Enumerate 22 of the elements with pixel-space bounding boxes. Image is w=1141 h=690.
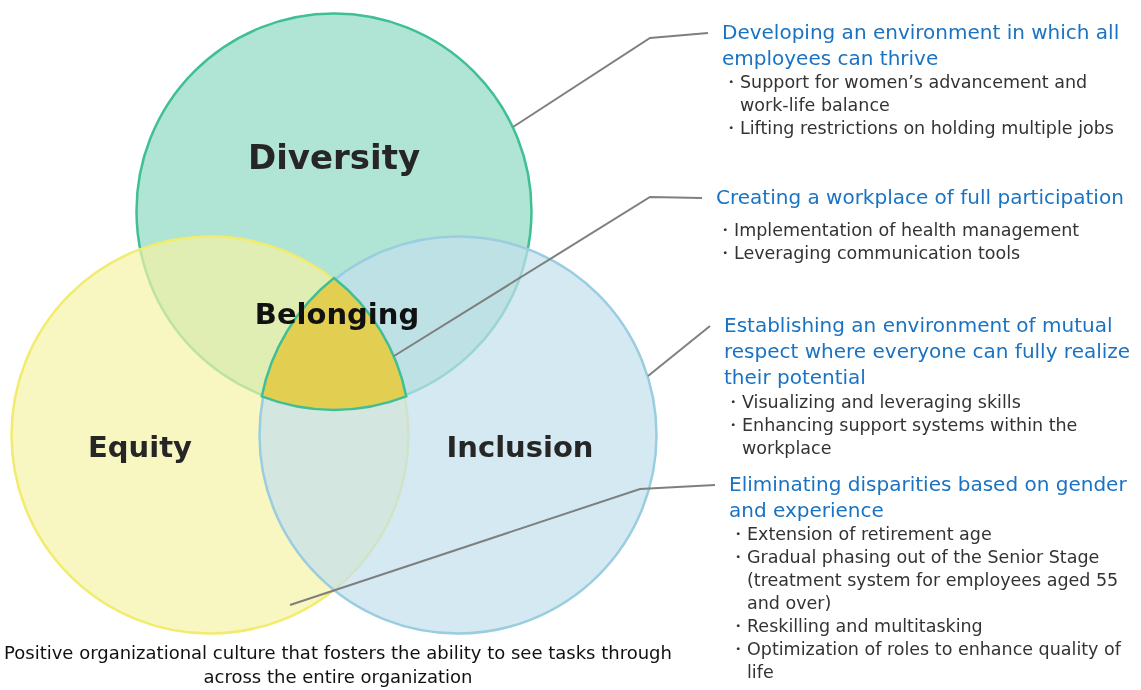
section-heading: Developing an environment in which all employees can thrive (722, 19, 1121, 71)
caption: Positive organizational culture that fosters the ability to see tasks through across the entire organization (3, 641, 673, 689)
bullet-item: ・Lifting restrictions on holding multiple jobs (722, 117, 1115, 140)
leader-line (393, 196, 703, 357)
circle-label: Diversity (247, 137, 421, 177)
leader-line (512, 32, 709, 128)
section-heading: Creating a workplace of full participation (716, 184, 1125, 210)
bullet-item: ・Implementation of health management (716, 219, 1081, 242)
section-heading: Eliminating disparities based on gender and experience (729, 471, 1128, 523)
bullet-item: ・Leveraging communication tools (716, 242, 1022, 265)
leader-line (647, 325, 711, 377)
circle-label: Equity (88, 430, 192, 464)
bullet-item: ・Support for women’s advancement and work-life balance (722, 71, 1089, 117)
bullet-item: ・Optimization of roles to enhance quality of life (729, 638, 1123, 684)
bullet-item: ・Enhancing support systems within the workplace (724, 414, 1079, 460)
bullet-item: ・Extension of retirement age (729, 523, 993, 546)
bullet-item: ・Reskilling and multitasking (729, 615, 984, 638)
leader-line (289, 484, 716, 606)
circle-label: Inclusion (446, 430, 594, 464)
bullet-item: ・Gradual phasing out of the Senior Stage (treatment system for employees aged 55 and over) (729, 546, 1120, 615)
bullet-item: ・Visualizing and leveraging skills (724, 391, 1022, 414)
section-heading: Establishing an environment of mutual respect where everyone can fully realize their potential (724, 312, 1132, 390)
